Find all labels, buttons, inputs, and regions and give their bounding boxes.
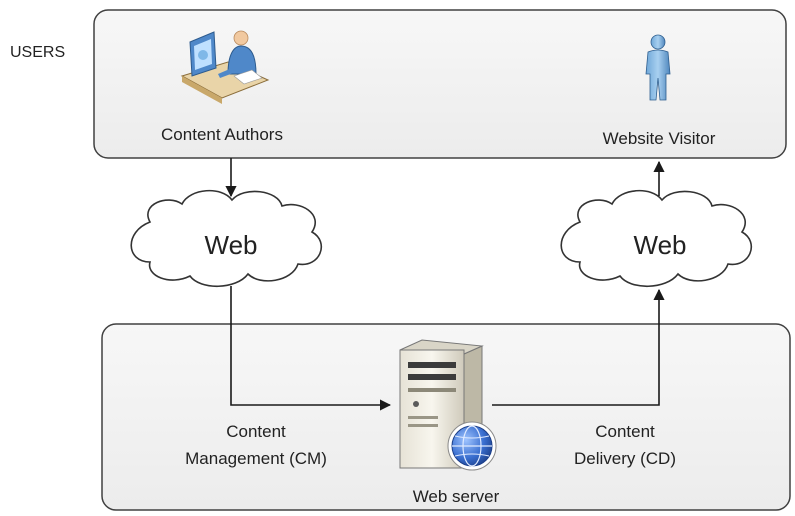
users-label: USERS (10, 44, 65, 61)
website-visitor-icon (645, 34, 671, 101)
content-authors-icon (180, 30, 270, 104)
web-cloud-right (560, 189, 753, 287)
cd-label-line2: Delivery (CD) (574, 449, 676, 468)
arrow-server-to-web (492, 288, 665, 406)
globe-icon (447, 421, 497, 471)
cm-label-line2: Management (CM) (185, 449, 327, 468)
cm-label-line1: Content (226, 422, 286, 441)
web-cloud-left (130, 189, 323, 287)
web-label-right: Web (634, 230, 687, 260)
users-box (93, 9, 787, 159)
cd-label-line1: Content (595, 422, 655, 441)
content-authors-label: Content Authors (161, 125, 283, 144)
web-label-left: Web (205, 230, 258, 260)
website-visitor-label: Website Visitor (603, 129, 716, 148)
arrow-web-to-server (230, 286, 392, 411)
web-server-label: Web server (413, 487, 500, 506)
